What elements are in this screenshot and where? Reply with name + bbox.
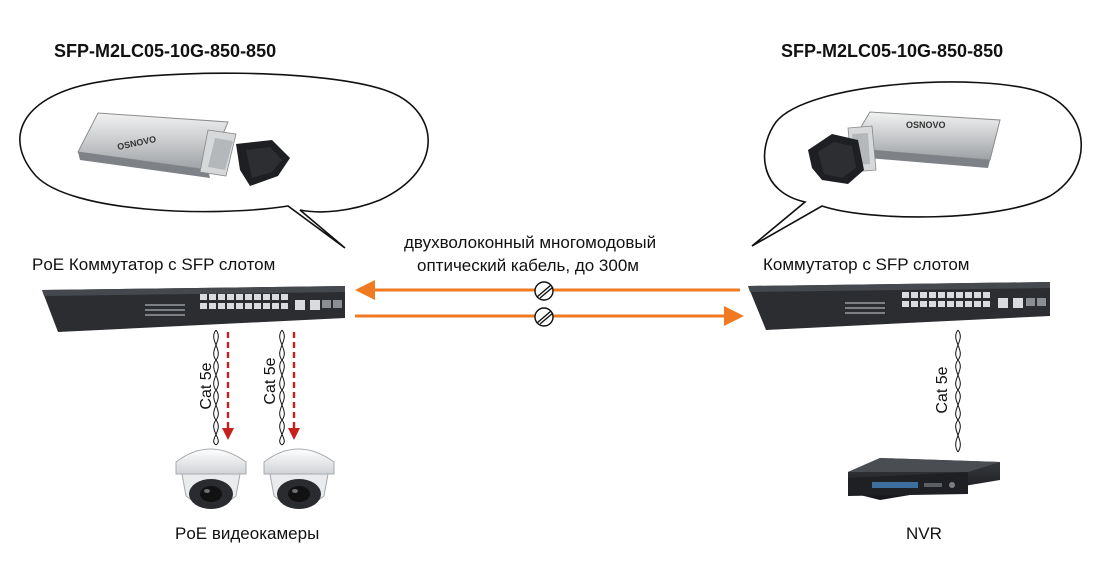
right-module-title: SFP-M2LC05-10G-850-850: [781, 41, 1004, 61]
left-poe-switch: [42, 286, 345, 332]
right-sfp-module-image: OSNOVO: [808, 111, 1001, 184]
right-switch-label: Коммутатор с SFP слотом: [763, 255, 970, 274]
cable-nvr: [955, 329, 961, 453]
fiber-arrow-right: [724, 306, 744, 326]
nvr-label: NVR: [906, 524, 942, 543]
poe-arrow-cam2: [288, 332, 300, 440]
left-module-title: SFP-M2LC05-10G-850-850: [54, 41, 277, 61]
fiber-label-line1: двухволоконный многомодовый: [404, 233, 657, 252]
poe-arrow-cam1: [222, 332, 234, 440]
dome-camera-1: [175, 448, 247, 509]
fiber-arrow-left: [355, 280, 375, 300]
left-switch-label: PoE Коммутатор с SFP слотом: [32, 255, 276, 274]
cable-cam2: [279, 329, 285, 446]
right-switch: [748, 282, 1050, 330]
dome-camera-2: [263, 448, 335, 509]
right-speech-bubble: [751, 81, 1083, 247]
cameras-label: PoE видеокамеры: [175, 524, 320, 543]
fiber-link: [355, 280, 744, 327]
right-sfp-brand-text: OSNOVO: [906, 120, 946, 130]
fiber-label-line2: оптический кабель, до 300м: [417, 256, 639, 275]
cable-cam1: [213, 329, 219, 446]
nvr-device: [848, 458, 1000, 500]
left-sfp-module-image: OSNOVO: [77, 112, 290, 186]
